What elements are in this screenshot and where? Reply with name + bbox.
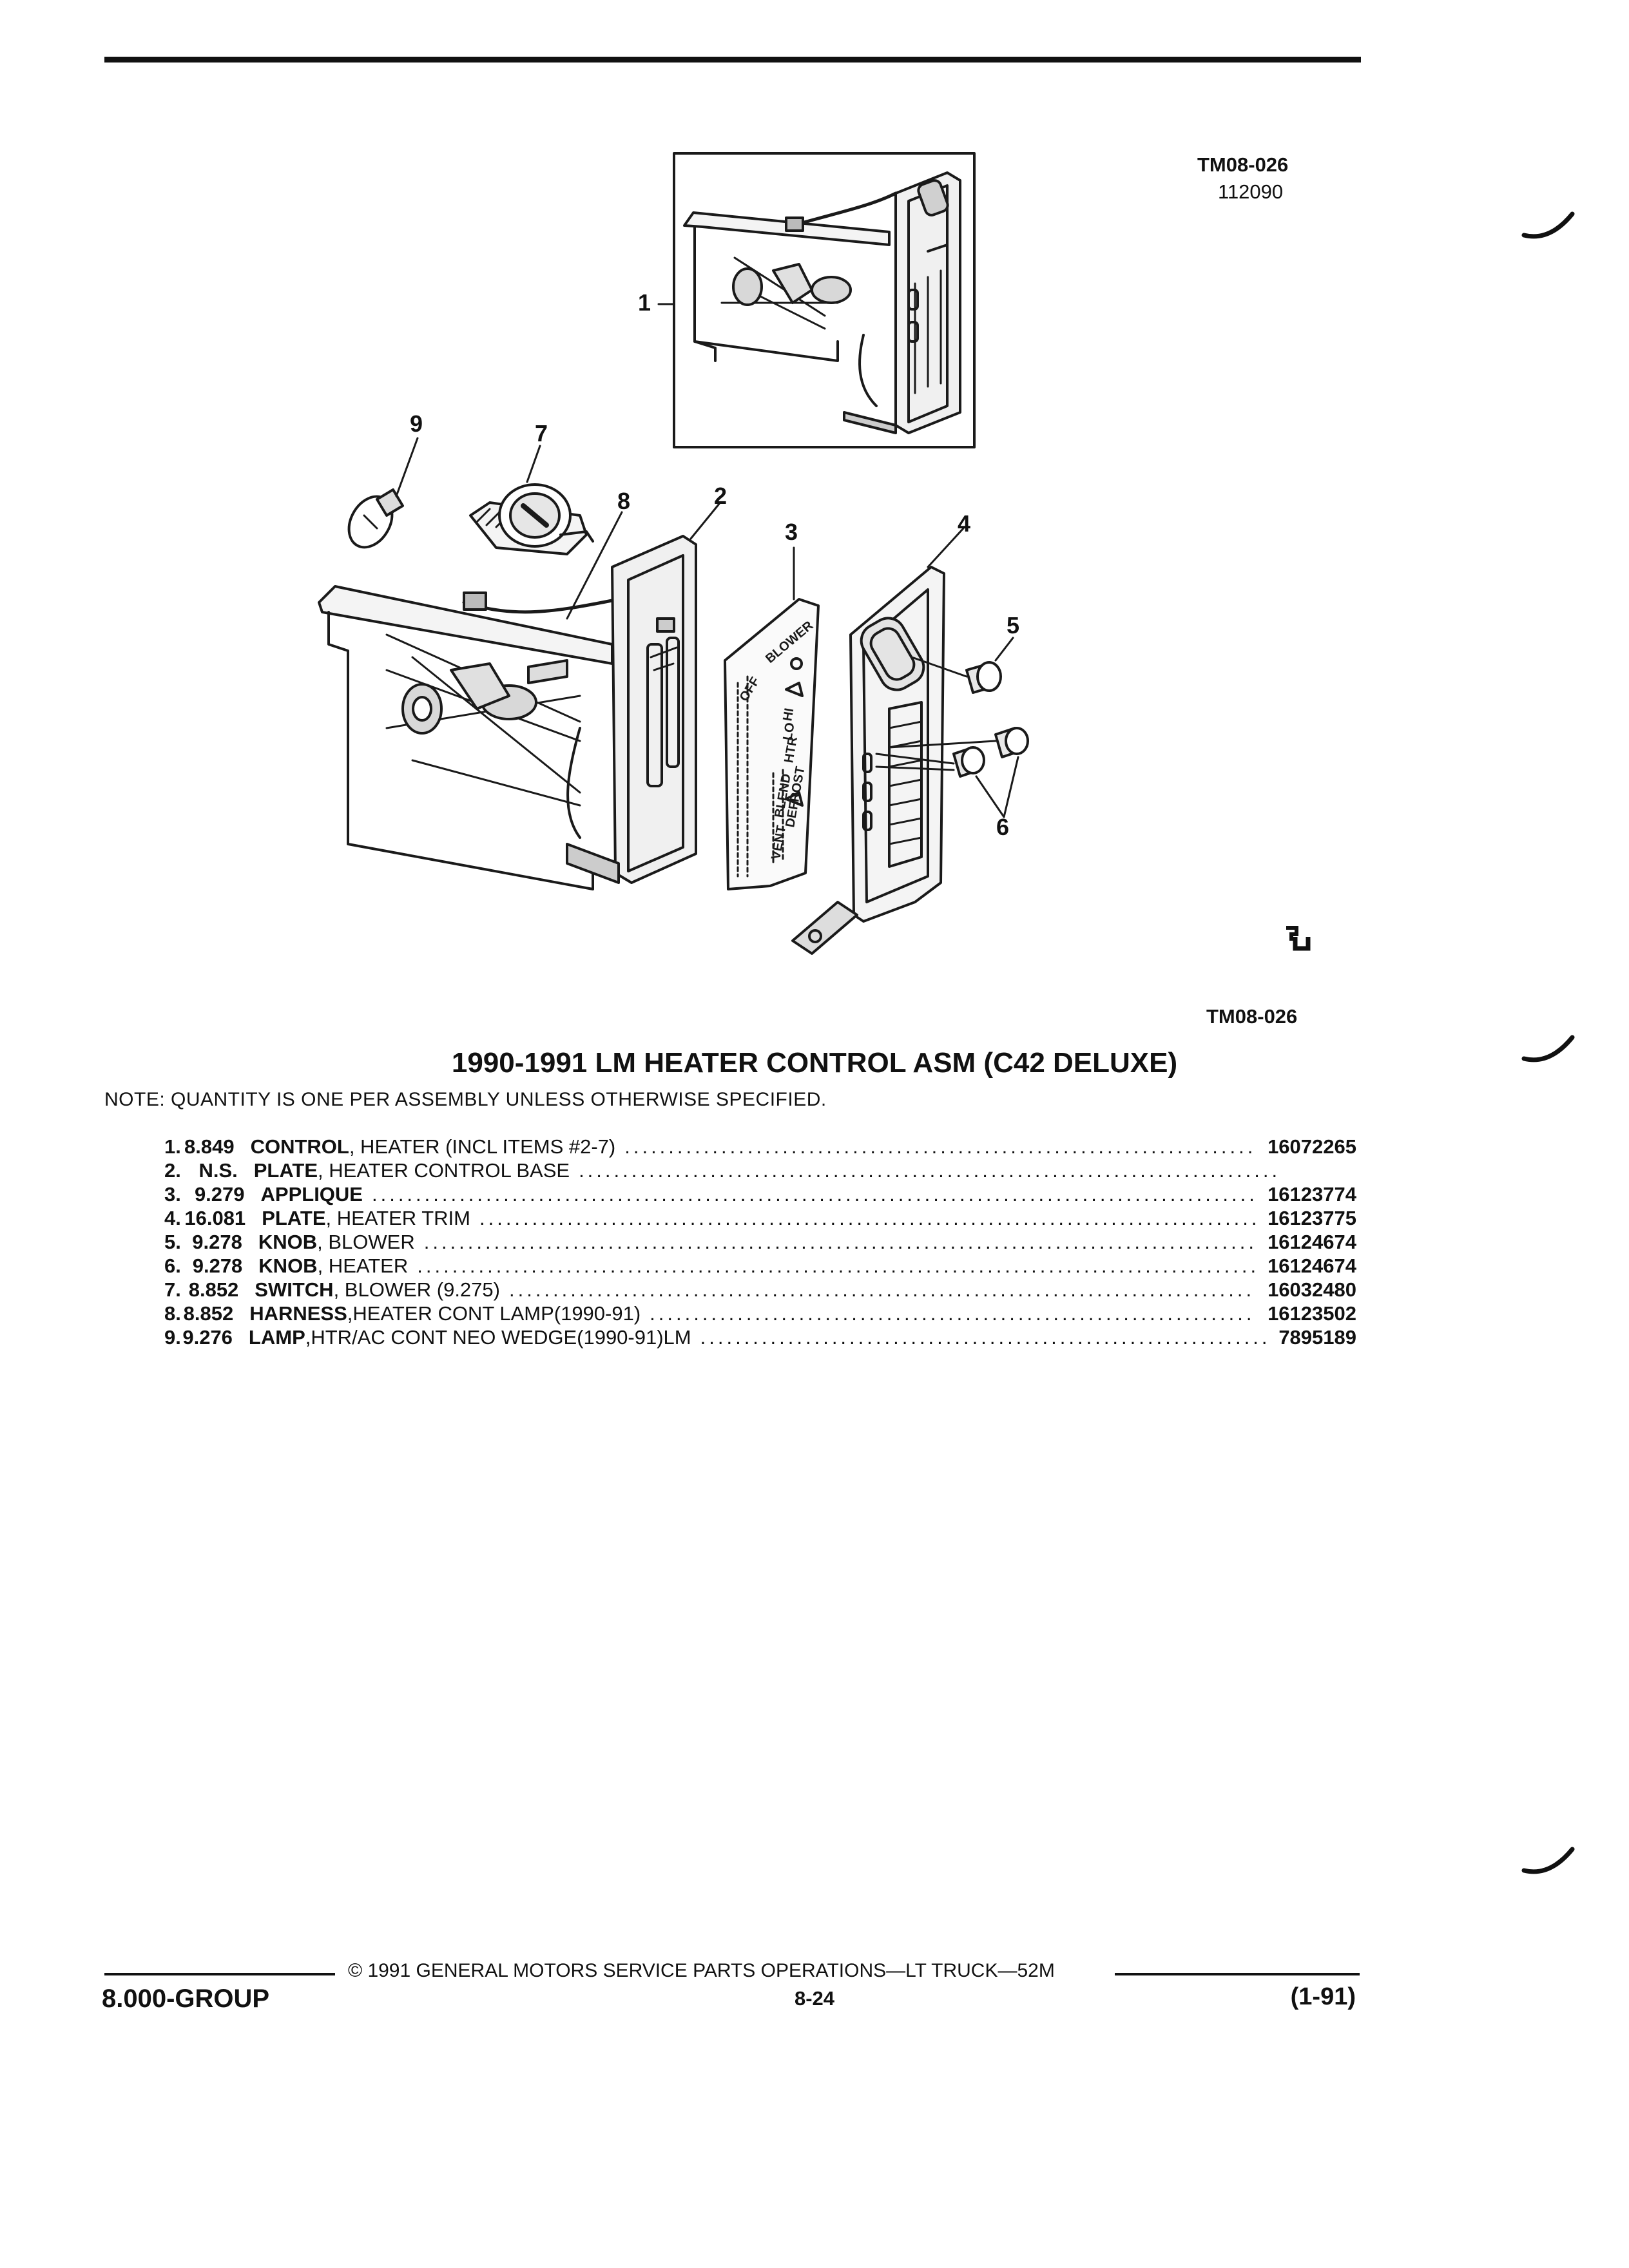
leader-dots <box>372 1183 1256 1206</box>
blower-switch-drawing <box>469 483 594 555</box>
part-name: LAMP <box>248 1326 305 1349</box>
group-code: N.S. <box>198 1159 238 1182</box>
page-title: 1990-1991 LM HEATER CONTROL ASM (C42 DEL… <box>451 1047 1178 1079</box>
part-description: , BLOWER <box>317 1231 415 1253</box>
list-item: 7. 8.852 SWITCH, BLOWER (9.275) 16032480 <box>164 1278 1356 1302</box>
callout-1: 1 <box>638 289 651 316</box>
part-description: , BLOWER (9.275) <box>333 1278 500 1301</box>
group-code: 8.852 <box>188 1278 239 1301</box>
part-description: , HEATER <box>317 1254 409 1277</box>
part-name: PLATE <box>253 1159 318 1182</box>
list-item: 5. 9.278 KNOB, BLOWER 16124674 <box>164 1231 1356 1254</box>
revision-date: (1-91) <box>1290 1983 1356 2010</box>
group-label: 8.000-GROUP <box>102 1984 270 2013</box>
leader-dots <box>624 1135 1256 1158</box>
applique-drawing <box>724 598 820 890</box>
binder-mark-middle <box>1521 1035 1575 1062</box>
part-number: 16124674 <box>1268 1254 1356 1277</box>
page-number: 8-24 <box>794 1987 835 2010</box>
list-item: 3. 9.279 APPLIQUE 16123774 <box>164 1183 1356 1207</box>
part-number: 16124674 <box>1268 1231 1356 1253</box>
copyright-line: © 1991 GENERAL MOTORS SERVICE PARTS OPER… <box>348 1960 1055 1981</box>
callout-6: 6 <box>996 814 1010 840</box>
item-number: 8. <box>164 1302 181 1325</box>
leader-dots <box>424 1231 1256 1254</box>
gm-parts-logo <box>1286 926 1311 951</box>
part-number: 16123502 <box>1268 1302 1356 1325</box>
footer-rule-left <box>104 1973 335 1975</box>
part-name: CONTROL <box>250 1135 349 1158</box>
figure-id-top: TM08-026 <box>1197 153 1289 176</box>
group-code: 8.849 <box>184 1135 235 1158</box>
item-number: 2. <box>164 1159 181 1182</box>
part-name: APPLIQUE <box>260 1183 363 1206</box>
part-name: KNOB <box>258 1254 318 1277</box>
lamp-bulb-drawing <box>347 488 404 549</box>
part-name: KNOB <box>258 1231 318 1253</box>
applique-label-lo: LO <box>780 722 797 742</box>
exploded-view-illustration: OFF BLOWER HI LO HTR BLEND DEFROST VENT <box>318 152 1029 955</box>
leader-dots <box>700 1326 1268 1349</box>
part-description: , HEATER CONTROL BASE <box>318 1159 570 1182</box>
callout-7: 7 <box>535 420 548 447</box>
inset-assembled-control <box>673 152 976 448</box>
applique-label-hi: HI <box>780 707 796 722</box>
callout-9: 9 <box>410 410 423 437</box>
group-code: 9.278 <box>192 1231 242 1253</box>
footer-rule-right <box>1115 1973 1360 1975</box>
callout-3: 3 <box>785 519 798 545</box>
list-item: 8. 8.852 HARNESS,HEATER CONT LAMP(1990-9… <box>164 1302 1356 1326</box>
list-item: 9. 9.276 LAMP,HTR/AC CONT NEO WEDGE(1990… <box>164 1326 1356 1350</box>
header-rule <box>104 57 1361 62</box>
item-number: 1. <box>164 1135 181 1158</box>
group-code: 9.279 <box>194 1183 245 1206</box>
part-name: SWITCH <box>255 1278 334 1301</box>
part-description: , HEATER TRIM <box>325 1207 470 1229</box>
item-number: 7. <box>164 1278 181 1301</box>
item-number: 3. <box>164 1183 181 1206</box>
quantity-note: NOTE: QUANTITY IS ONE PER ASSEMBLY UNLES… <box>104 1089 827 1110</box>
callout-4: 4 <box>958 510 971 537</box>
figure-id-bottom: TM08-026 <box>1206 1005 1298 1028</box>
list-item: 1. 8.849 CONTROL, HEATER (INCL ITEMS #2-… <box>164 1135 1356 1159</box>
item-number: 9. <box>164 1326 181 1349</box>
heater-control-base-drawing <box>318 535 697 890</box>
list-item: 4. 16.081 PLATE, HEATER TRIM 16123775 <box>164 1207 1356 1231</box>
item-number: 4. <box>164 1207 181 1229</box>
part-description: ,HTR/AC CONT NEO WEDGE(1990-91)LM <box>305 1326 691 1349</box>
binder-mark-top <box>1521 211 1575 239</box>
heater-trim-plate-drawing <box>791 566 945 955</box>
heater-knob-drawing <box>875 727 1029 778</box>
part-description: ,HEATER CONT LAMP(1990-91) <box>347 1302 641 1325</box>
leader-dots <box>579 1159 1280 1182</box>
group-code: 9.276 <box>182 1326 233 1349</box>
item-number: 5. <box>164 1231 181 1253</box>
leader-dots <box>650 1302 1256 1325</box>
binder-mark-bottom <box>1521 1847 1575 1874</box>
list-item: 6. 9.278 KNOB, HEATER 16124674 <box>164 1254 1356 1278</box>
part-name: HARNESS <box>249 1302 347 1325</box>
part-number: 16032480 <box>1268 1278 1356 1301</box>
part-number: 7895189 <box>1278 1326 1356 1349</box>
group-code: 16.081 <box>184 1207 246 1229</box>
part-name: PLATE <box>262 1207 326 1229</box>
callout-8: 8 <box>617 488 631 514</box>
leader-dots <box>479 1207 1256 1230</box>
parts-list: 1. 8.849 CONTROL, HEATER (INCL ITEMS #2-… <box>164 1135 1356 1350</box>
part-number: 16072265 <box>1268 1135 1356 1158</box>
part-description: , HEATER (INCL ITEMS #2-7) <box>349 1135 616 1158</box>
item-number: 6. <box>164 1254 181 1277</box>
callout-2: 2 <box>714 483 728 509</box>
callout-5: 5 <box>1007 612 1020 639</box>
list-item: 2. N.S. PLATE, HEATER CONTROL BASE <box>164 1159 1356 1183</box>
part-number: 16123775 <box>1268 1207 1356 1229</box>
group-code: 8.852 <box>183 1302 234 1325</box>
part-number: 16123774 <box>1268 1183 1356 1206</box>
leader-dots <box>417 1254 1256 1278</box>
leader-dots <box>509 1278 1256 1302</box>
group-code: 9.278 <box>192 1254 243 1277</box>
figure-date-code: 112090 <box>1218 180 1284 203</box>
blower-knob-drawing <box>911 656 1002 694</box>
